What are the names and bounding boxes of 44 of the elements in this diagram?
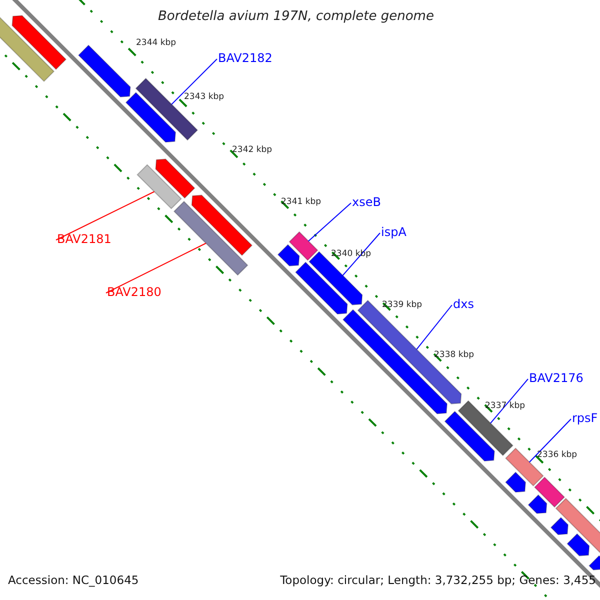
- scale-label: 2338 kbp: [433, 350, 476, 360]
- leader-line: [308, 202, 352, 242]
- gene-feature: [191, 194, 253, 256]
- gene-label: dxs: [453, 298, 474, 310]
- gene-feature: [125, 92, 176, 143]
- scale-label: 2341 kbp: [280, 197, 322, 208]
- gene-label: ispA: [381, 226, 406, 238]
- gene-feature: [550, 516, 569, 536]
- gene-feature: [534, 476, 566, 508]
- leader-line: [171, 58, 218, 105]
- gene-feature: [295, 262, 348, 315]
- gene-feature: [444, 410, 495, 462]
- gene-feature: [588, 555, 600, 570]
- gene-label: BAV2176: [529, 372, 584, 384]
- leader-line: [56, 191, 155, 240]
- leader-line: [490, 378, 528, 424]
- gene-feature: [288, 231, 318, 261]
- leader-line: [416, 304, 452, 350]
- title: Bordetella avium 197N, complete genome: [158, 10, 434, 23]
- scale-label: 2343 kbp: [183, 92, 226, 102]
- leader-line: [528, 418, 572, 463]
- gene-feature: [136, 164, 182, 210]
- gene-label: rpsF: [572, 412, 598, 424]
- accession-text: Accession: NC_010645: [8, 575, 139, 586]
- gene-feature: [555, 498, 600, 554]
- gene-feature: [566, 533, 590, 556]
- scale-label: 2337 kbp: [484, 401, 526, 412]
- scale-label: 2336 kbp: [536, 450, 578, 460]
- gene-feature: [78, 44, 131, 98]
- gene-feature: [505, 472, 526, 493]
- gene-feature: [155, 158, 196, 199]
- scale-label: 2344 kbp: [135, 38, 178, 48]
- gene-label: BAV2181: [57, 233, 112, 245]
- gene-feature: [0, 16, 55, 82]
- scale-label: 2342 kbp: [231, 145, 274, 156]
- gene-feature: [528, 494, 548, 514]
- gene-label: BAV2180: [107, 286, 162, 298]
- gene-label: BAV2182: [218, 52, 272, 64]
- gene-label: xseB: [352, 196, 381, 208]
- leader-line: [106, 242, 206, 294]
- gene-feature: [12, 15, 67, 70]
- gene-feature: [277, 244, 300, 266]
- genome-info-text: Topology: circular; Length: 3,732,255 bp; Genes: 3,455: [280, 575, 596, 586]
- gene-feature: [173, 200, 248, 276]
